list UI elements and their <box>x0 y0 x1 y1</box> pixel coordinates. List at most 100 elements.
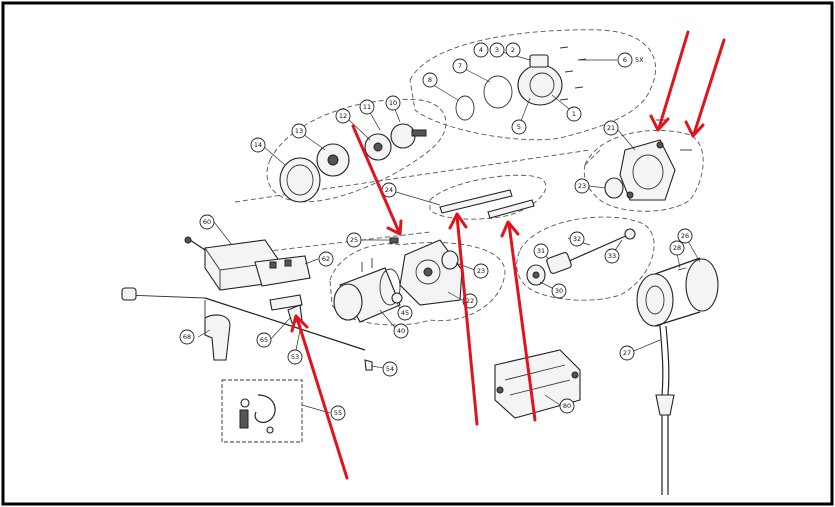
quantity-note: 5X <box>635 56 644 64</box>
svg-text:4: 4 <box>479 46 483 54</box>
svg-text:68: 68 <box>183 333 191 341</box>
svg-text:40: 40 <box>397 327 405 335</box>
svg-text:1: 1 <box>572 110 576 118</box>
svg-text:80: 80 <box>563 402 571 410</box>
svg-text:2: 2 <box>511 46 515 54</box>
svg-text:65: 65 <box>260 336 268 344</box>
svg-text:28: 28 <box>673 244 681 252</box>
callout-10: 10 <box>385 95 401 111</box>
svg-text:53: 53 <box>291 353 299 361</box>
svg-text:24: 24 <box>385 186 393 194</box>
svg-text:25: 25 <box>350 236 358 244</box>
svg-text:21: 21 <box>607 124 615 132</box>
svg-text:14: 14 <box>254 141 262 149</box>
part-ring-gear-14 <box>279 157 321 203</box>
part-carrier-10 <box>390 123 427 149</box>
callout-33: 33 <box>604 248 620 264</box>
callout-40: 40 <box>393 323 409 339</box>
svg-text:26: 26 <box>681 232 689 240</box>
callout-23b: 23 <box>473 263 489 279</box>
part-shafts-24 <box>439 189 535 219</box>
svg-text:10: 10 <box>389 99 397 107</box>
svg-text:62: 62 <box>322 255 330 263</box>
svg-text:33: 33 <box>608 252 616 260</box>
red-arrow-pin <box>351 124 403 236</box>
callout-53: 53 <box>287 349 303 365</box>
callout-2: 2 <box>505 42 521 58</box>
svg-text:27: 27 <box>623 349 631 357</box>
red-arrow-top-right <box>684 38 726 138</box>
callout-12: 12 <box>335 108 351 124</box>
callout-14: 14 <box>250 137 266 153</box>
part-hook-kit-55 <box>221 379 303 443</box>
svg-text:5: 5 <box>517 123 521 131</box>
callout-62: 62 <box>318 251 334 267</box>
svg-text:3: 3 <box>495 46 499 54</box>
part-coupler-31 <box>546 252 572 274</box>
part-bushing-23a <box>604 177 624 199</box>
svg-text:7: 7 <box>458 62 462 70</box>
group-outline-top <box>409 29 656 141</box>
svg-text:23: 23 <box>477 267 485 275</box>
callout-11: 11 <box>359 99 375 115</box>
svg-text:55: 55 <box>334 409 342 417</box>
callout-7: 7 <box>452 58 468 74</box>
part-end-housing-21 <box>619 139 676 201</box>
callout-60: 60 <box>199 214 215 230</box>
callout-27: 27 <box>619 345 635 361</box>
red-arrow-shaft-right <box>500 220 537 422</box>
svg-text:22: 22 <box>466 297 474 305</box>
callout-26: 26 <box>677 228 693 244</box>
part-contactor-62 <box>254 255 311 287</box>
svg-text:6: 6 <box>623 56 627 64</box>
callout-55: 55 <box>330 405 346 421</box>
part-fairlead-80 <box>494 349 581 419</box>
part-carrier-12 <box>364 133 392 161</box>
group-outline-drive <box>516 216 655 301</box>
svg-text:32: 32 <box>573 235 581 243</box>
callout-3: 3 <box>489 42 505 58</box>
callout-23a: 23 <box>574 178 590 194</box>
callout-1: 1 <box>566 106 582 122</box>
part-motor-40 <box>333 258 401 323</box>
callout-32: 32 <box>569 231 585 247</box>
callout-28: 28 <box>669 240 685 256</box>
callout-68: 68 <box>179 329 195 345</box>
callout-65: 65 <box>256 332 272 348</box>
part-cable-drum-26 <box>636 257 719 327</box>
group-outline-motor <box>329 242 506 326</box>
callout-6: 6 <box>617 52 633 68</box>
callout-8: 8 <box>422 72 438 88</box>
callout-30: 30 <box>551 283 567 299</box>
part-end-54 <box>364 359 373 371</box>
part-brake-cover <box>517 54 563 106</box>
callout-21: 21 <box>603 120 619 136</box>
callout-4: 4 <box>473 42 489 58</box>
callout-45: 45 <box>397 305 413 321</box>
svg-text:60: 60 <box>203 218 211 226</box>
svg-text:31: 31 <box>537 247 545 255</box>
part-pin-25 <box>389 237 399 244</box>
svg-text:45: 45 <box>401 309 409 317</box>
callout-54: 54 <box>382 361 398 377</box>
svg-text:8: 8 <box>428 76 432 84</box>
leader-lines <box>197 49 701 414</box>
part-bushing-23b <box>441 250 459 270</box>
part-ring-8 <box>455 95 475 121</box>
svg-text:12: 12 <box>339 112 347 120</box>
red-arrow-shaft-left <box>448 212 479 426</box>
group-outline-end-housing <box>583 130 704 212</box>
part-remote-68 <box>121 287 231 361</box>
part-carrier-13 <box>316 143 350 177</box>
callout-25: 25 <box>346 232 362 248</box>
part-washer-45 <box>391 292 403 304</box>
svg-text:11: 11 <box>363 103 371 111</box>
red-arrow-top-left <box>649 30 690 132</box>
red-arrow-clutch <box>290 314 349 480</box>
part-drive-shaft-32 <box>559 228 636 266</box>
callout-31: 31 <box>533 243 549 259</box>
part-gear-30 <box>526 264 546 286</box>
callout-80: 80 <box>559 398 575 414</box>
callout-13: 13 <box>291 123 307 139</box>
